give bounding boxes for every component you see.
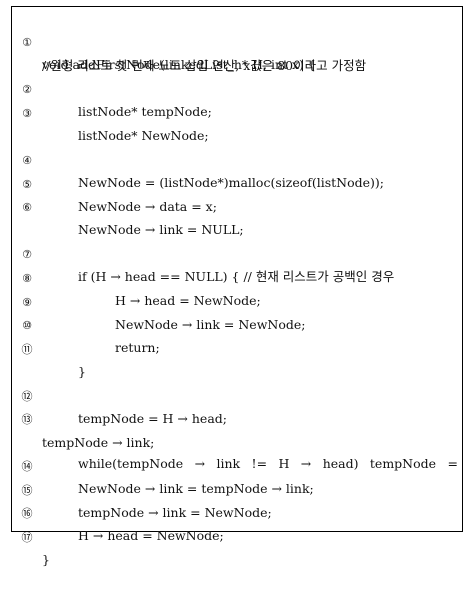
code-line-5: ⑤ NewNode → data = x;	[12, 152, 217, 214]
code-line-12: ⑫ tempNode = H → head;	[12, 364, 228, 426]
code-line-6: ⑥ NewNode → link = NULL;	[12, 175, 244, 237]
code-line-13-continued: tempNode → link;	[12, 410, 154, 450]
code-line-4: ④ NewNode = (listNode*)malloc(sizeof(lis…	[12, 128, 384, 190]
code-token: head)	[322, 456, 359, 471]
code-text: H → head = NewNode;	[115, 293, 261, 308]
code-text: tempNode = H → head;	[78, 411, 227, 426]
code-line-9: ⑨ NewNode → link = NewNode;	[12, 270, 305, 332]
code-token: →	[194, 456, 206, 471]
line-number: ①	[22, 36, 32, 49]
code-text: NewNode → link = NULL;	[78, 222, 244, 237]
line-number: ⑨	[22, 296, 32, 309]
code-line-10: ⑩ return;	[12, 293, 160, 355]
line-number: ⑯	[21, 507, 33, 520]
code-token: →	[300, 456, 312, 471]
code-line-15: ⑮ tempNode → link = NewNode;	[12, 458, 272, 520]
code-line-13: ⑬ while(tempNode → link != H → head) tem…	[12, 387, 458, 471]
line-number: ⑧	[22, 272, 32, 285]
code-text: tempNode → link;	[42, 435, 155, 450]
code-text: if (H → head == NULL) { // 현재 리스트가 공백인 경…	[78, 269, 395, 284]
line-number: ⑪	[21, 343, 33, 356]
code-text: NewNode → link = NewNode;	[115, 317, 306, 332]
line-number: ⑩	[22, 319, 32, 332]
code-text: NewNode → link = tempNode → link;	[78, 481, 314, 496]
code-token: H	[278, 456, 290, 471]
code-line-2: ② listNode* tempNode;	[12, 57, 212, 119]
code-line-8: ⑧ H → head = NewNode;	[12, 246, 261, 308]
line-number: ⑰	[21, 531, 33, 544]
code-text: listNode* tempNode;	[78, 104, 212, 119]
line-number: ⑦	[22, 248, 32, 261]
code-token: tempNode	[369, 456, 437, 471]
code-listing-box: ① void addFirstNode(linkedList_h* H, int…	[11, 6, 463, 567]
code-line-1: ① void addFirstNode(linkedList_h* H, int…	[12, 10, 316, 72]
code-line-7: ⑦ if (H → head == NULL) { // 현재 리스트가 공백인…	[12, 222, 394, 284]
code-text: return;	[115, 340, 160, 355]
code-line-11: ⑪ }	[12, 317, 86, 379]
code-text: H → head = NewNode;	[78, 528, 224, 543]
line-number: ⑤	[22, 178, 32, 191]
code-comment: //원형 리스트 첫 번째 노드 삽입 연산, x값은 80이라고 가정함	[42, 58, 367, 73]
line-number: ⑮	[21, 484, 33, 497]
line-number: ④	[22, 154, 32, 167]
code-token: !=	[251, 456, 268, 471]
line-number: ⑥	[22, 201, 32, 214]
code-text: void addFirstNode(linkedList_h* H, int x…	[42, 57, 316, 72]
line-number: ②	[22, 83, 32, 96]
code-text: NewNode = (listNode*)malloc(sizeof(listN…	[78, 175, 385, 190]
line-number: ⑭	[21, 460, 33, 473]
line-number: ⑬	[21, 413, 33, 426]
code-text: }	[78, 364, 86, 379]
code-text: tempNode → link = NewNode;	[78, 505, 272, 520]
line-number: ③	[22, 107, 32, 120]
code-line-3: ③ listNode* NewNode;	[12, 81, 209, 143]
code-text: }	[42, 552, 50, 567]
line-number: ⑫	[21, 390, 33, 403]
code-line-17: ⑰ }	[12, 505, 50, 567]
code-token: link	[216, 456, 241, 471]
code-line-16: ⑯ H → head = NewNode;	[12, 481, 224, 543]
code-text: NewNode → data = x;	[78, 199, 217, 214]
code-line-14: ⑭ NewNode → link = tempNode → link;	[12, 434, 314, 496]
code-line-comment: //원형 리스트 첫 번째 노드 삽입 연산, x값은 80이라고 가정함	[12, 33, 366, 73]
code-text-justified: while(tempNode → link != H → head) tempN…	[78, 453, 458, 475]
code-token: while(tempNode	[78, 456, 184, 471]
code-text: listNode* NewNode;	[78, 128, 209, 143]
code-token: =	[447, 456, 458, 471]
